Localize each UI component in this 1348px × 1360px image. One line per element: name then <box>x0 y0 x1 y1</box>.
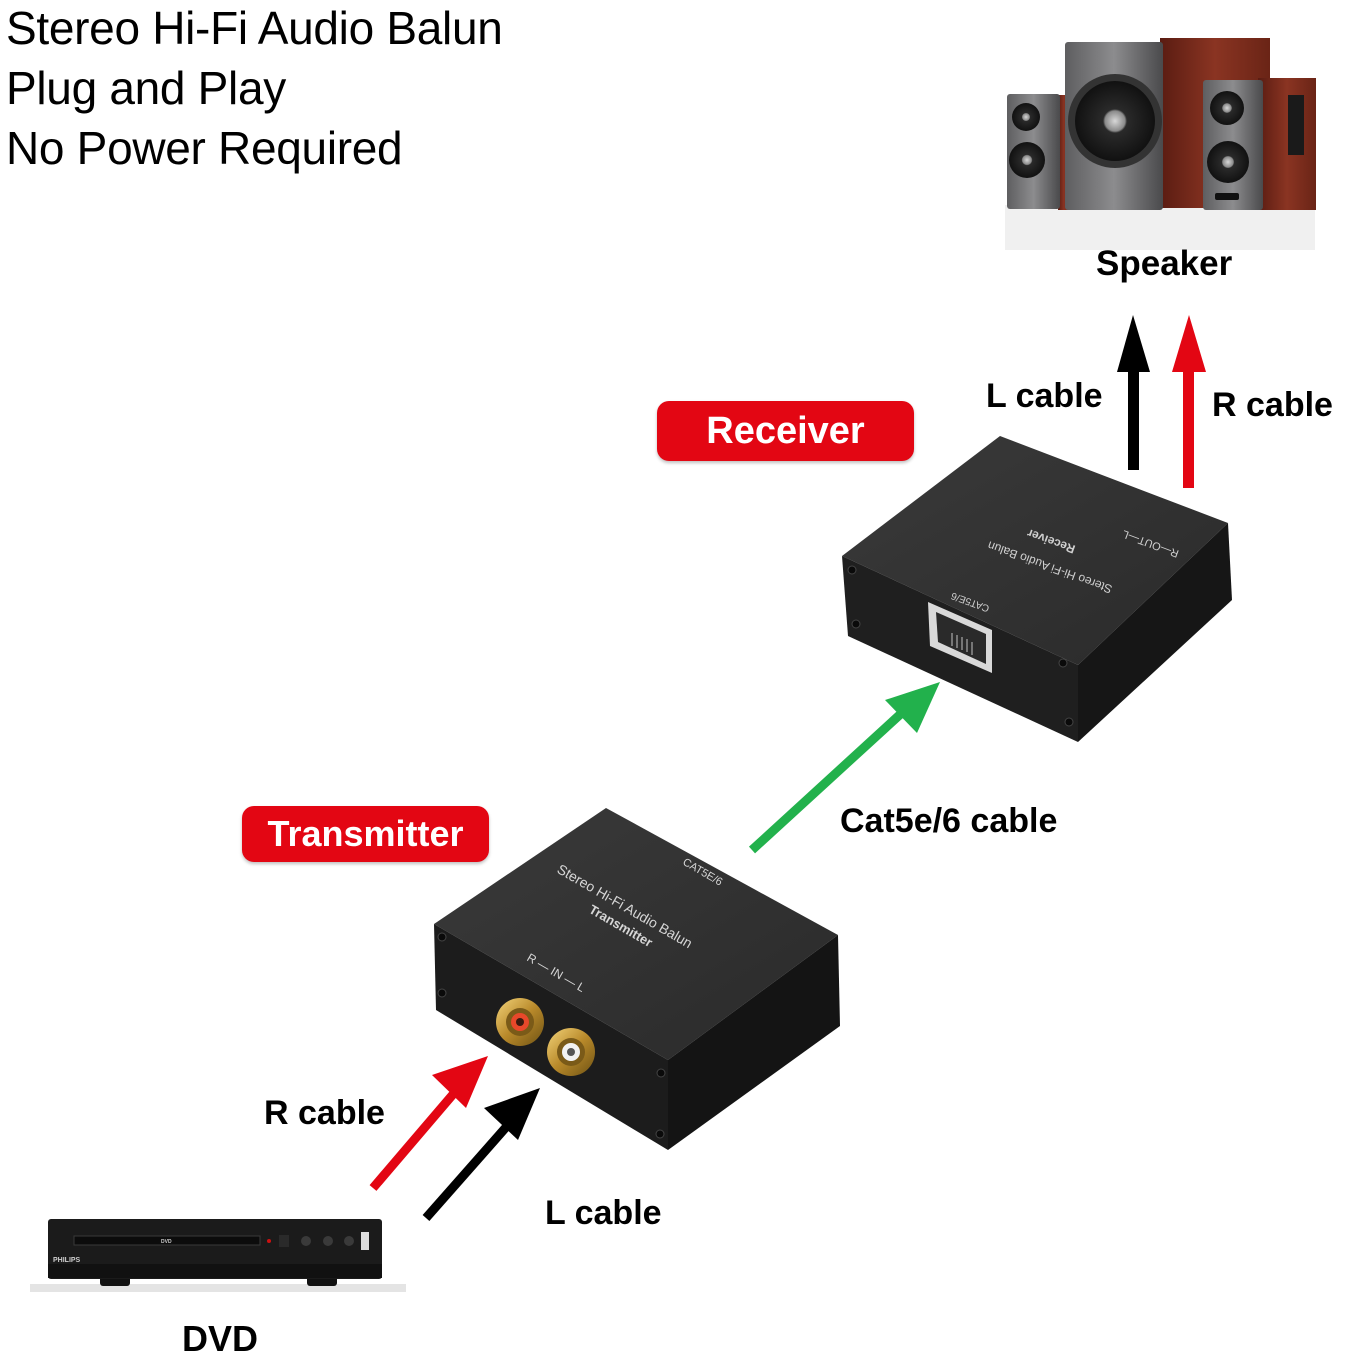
right-satellite-woofer <box>1207 141 1249 183</box>
dvd-button <box>301 1236 311 1246</box>
dvd-disc-logo: DVD <box>161 1239 172 1245</box>
speaker-image <box>1005 38 1316 250</box>
left-satellite-woofer <box>1009 142 1045 178</box>
speaker-reflection <box>1005 205 1315 250</box>
dvd-brand: PHILIPS <box>53 1257 81 1264</box>
headline-line-1: Stereo Hi-Fi Audio Balun <box>6 2 503 54</box>
receiver-top-face <box>842 436 1228 665</box>
dvd-r-cable-label: R cable <box>264 1094 385 1132</box>
dvd-shadow <box>30 1284 406 1292</box>
right-satellite-controls <box>1288 95 1304 155</box>
transmitter-side-face <box>668 935 840 1150</box>
right-satellite-tweeter <box>1210 91 1244 125</box>
dvd-disc-tray <box>73 1235 261 1246</box>
left-satellite-tweeter <box>1012 103 1040 131</box>
speaker-r-cable-label: R cable <box>1212 386 1333 424</box>
transmitter-badge: Transmitter <box>242 806 489 862</box>
transmitter-front-face <box>434 924 668 1150</box>
receiver-side-face <box>1078 523 1232 742</box>
speaker-r-arrow <box>1172 315 1206 488</box>
rca-jack-left <box>547 1028 595 1076</box>
headline-line-3: No Power Required <box>6 122 403 174</box>
speaker-l-arrow <box>1117 315 1150 470</box>
dvd-button <box>344 1236 354 1246</box>
transmitter-device: Stereo Hi-Fi Audio Balun Transmitter CAT… <box>434 808 840 1150</box>
speaker-label: Speaker <box>1096 244 1233 283</box>
receiver-device: R—OUT—L Stereo Hi-Fi Audio Balun Receive… <box>842 436 1232 742</box>
subwoofer-cone <box>1075 81 1155 161</box>
headline-line-2: Plug and Play <box>6 62 286 114</box>
right-satellite-side <box>1258 78 1316 210</box>
receiver-badge: Receiver <box>657 401 914 461</box>
dvd-label: DVD <box>182 1318 259 1359</box>
cat-cable-arrow <box>748 682 940 854</box>
cat-cable-label: Cat5e/6 cable <box>840 802 1058 840</box>
dvd-player-image: PHILIPS DVD <box>30 1219 406 1292</box>
dvd-l-arrow <box>422 1088 540 1221</box>
dvd-button <box>323 1236 333 1246</box>
speaker-l-cable-label: L cable <box>986 377 1103 415</box>
dvd-r-arrow <box>369 1056 488 1191</box>
dvd-l-cable-label: L cable <box>545 1194 662 1232</box>
rca-jack-right <box>496 998 544 1046</box>
transmitter-top-face <box>434 808 838 1060</box>
